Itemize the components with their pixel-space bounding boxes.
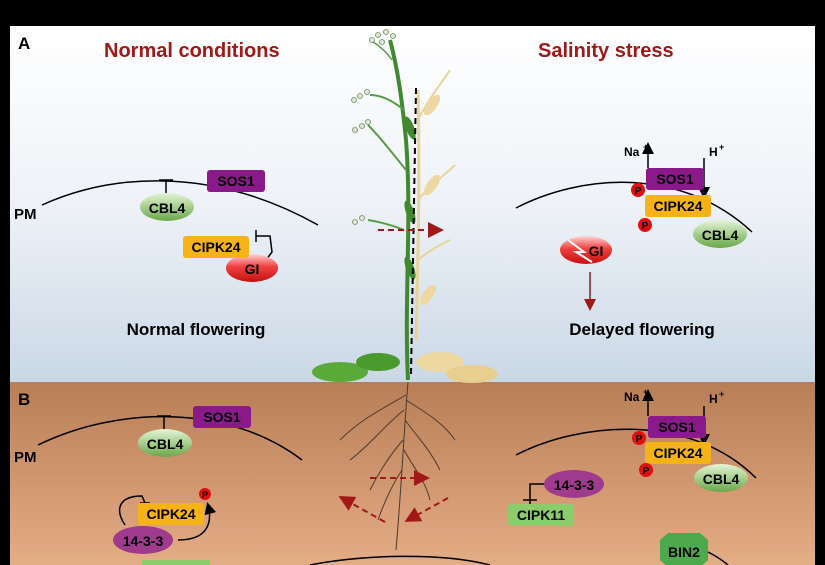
- sos1-label: SOS1: [656, 171, 694, 187]
- phospho-marker-b0: P: [199, 488, 211, 500]
- sos1-protein-a-salinity: SOS1: [646, 168, 704, 190]
- plasma-membrane-a-salinity: [515, 181, 753, 233]
- sos1-label: SOS1: [658, 419, 696, 435]
- p1433-protein-b-salinity: 14-3-3: [544, 470, 604, 498]
- cbl4-label: CBL4: [149, 200, 186, 216]
- panel-b-label: B: [18, 390, 30, 409]
- cipk24-label: CIPK24: [191, 239, 240, 255]
- plasma-membrane-a-normal: [41, 180, 319, 226]
- h-charge-b: +: [719, 389, 724, 399]
- phosphorylation-arrow-b: [177, 502, 217, 541]
- panel-a-label: A: [18, 34, 30, 53]
- p1433-inhibition-link: [118, 495, 146, 526]
- sos1-label: SOS1: [203, 409, 241, 425]
- phospho-label: P: [635, 186, 642, 197]
- outcome-normal-flowering: Normal flowering: [127, 320, 266, 339]
- sos1-protein-b-normal: SOS1: [193, 406, 251, 428]
- na-ion-label-a: Na: [624, 145, 640, 159]
- title-salinity-stress: Salinity stress: [538, 40, 674, 62]
- h-ion-label-b: H: [709, 392, 718, 406]
- pm-label-b: PM: [14, 449, 37, 466]
- cipk11-label: CIPK11: [517, 507, 565, 523]
- na-ion-label-b: Na: [624, 390, 640, 404]
- cipk24-protein-a-normal: CIPK24: [183, 236, 249, 258]
- cbl4-protein-a-salinity: CBL4: [693, 220, 747, 248]
- phospho-label: P: [643, 466, 650, 477]
- cipk24-protein-b-salinity: CIPK24: [645, 442, 711, 464]
- gi-protein-a-normal: GI: [226, 254, 278, 282]
- phospho-label: P: [636, 434, 643, 445]
- sos1-protein-b-salinity: SOS1: [648, 416, 706, 438]
- cipk24-protein-b-normal: CIPK24: [138, 503, 204, 525]
- cbl4-protein-b-salinity: CBL4: [694, 464, 748, 492]
- plasma-membrane-b-salinity: [515, 428, 757, 479]
- phospho-marker-b1: P: [632, 431, 646, 445]
- na-charge-b: +: [643, 387, 648, 397]
- cipk24-label: CIPK24: [146, 506, 195, 522]
- pm-label-a: PM: [14, 206, 37, 223]
- cipk24-gi-link: [256, 235, 273, 261]
- cbl4-protein-a-normal: CBL4: [140, 193, 194, 221]
- h-ion-label-a: H: [709, 145, 718, 159]
- cipk24-label: CIPK24: [653, 198, 702, 214]
- plant-illustration: [312, 29, 498, 551]
- p1433-label: 14-3-3: [554, 477, 595, 493]
- cbl4-protein-b-normal: CBL4: [138, 429, 192, 457]
- gi-protein-a-salinity-degraded: GI: [560, 236, 612, 264]
- phospho-label: P: [202, 490, 208, 500]
- p1433-label: 14-3-3: [123, 533, 164, 549]
- plasma-membrane-b-normal: [37, 415, 303, 461]
- sos1-protein-a-normal: SOS1: [207, 170, 265, 192]
- cut-off-protein: [142, 560, 210, 565]
- phospho-marker-a2: P: [638, 218, 652, 232]
- sos1-label: SOS1: [217, 173, 255, 189]
- membrane-bottom: [309, 555, 491, 565]
- cipk24-protein-a-salinity: CIPK24: [645, 195, 711, 217]
- cipk24-label: CIPK24: [653, 445, 702, 461]
- phospho-label: P: [642, 221, 649, 232]
- gi-label: GI: [589, 243, 604, 259]
- bin2-label: BIN2: [668, 544, 700, 560]
- cbl4-label: CBL4: [702, 227, 739, 243]
- na-charge-a: +: [643, 142, 648, 152]
- cbl4-label: CBL4: [147, 436, 184, 452]
- cipk11-protein: CIPK11: [508, 504, 574, 526]
- phospho-marker-a1: P: [631, 183, 645, 197]
- phospho-marker-b2: P: [639, 463, 653, 477]
- title-normal-conditions: Normal conditions: [104, 40, 280, 62]
- bin2-link: [707, 551, 729, 565]
- cbl4-label: CBL4: [703, 471, 740, 487]
- bin2-protein: BIN2: [660, 533, 708, 565]
- h-charge-a: +: [719, 142, 724, 152]
- p1433-protein-b-normal: 14-3-3: [113, 526, 173, 554]
- gi-label: GI: [245, 261, 260, 277]
- outcome-delayed-flowering: Delayed flowering: [569, 320, 714, 339]
